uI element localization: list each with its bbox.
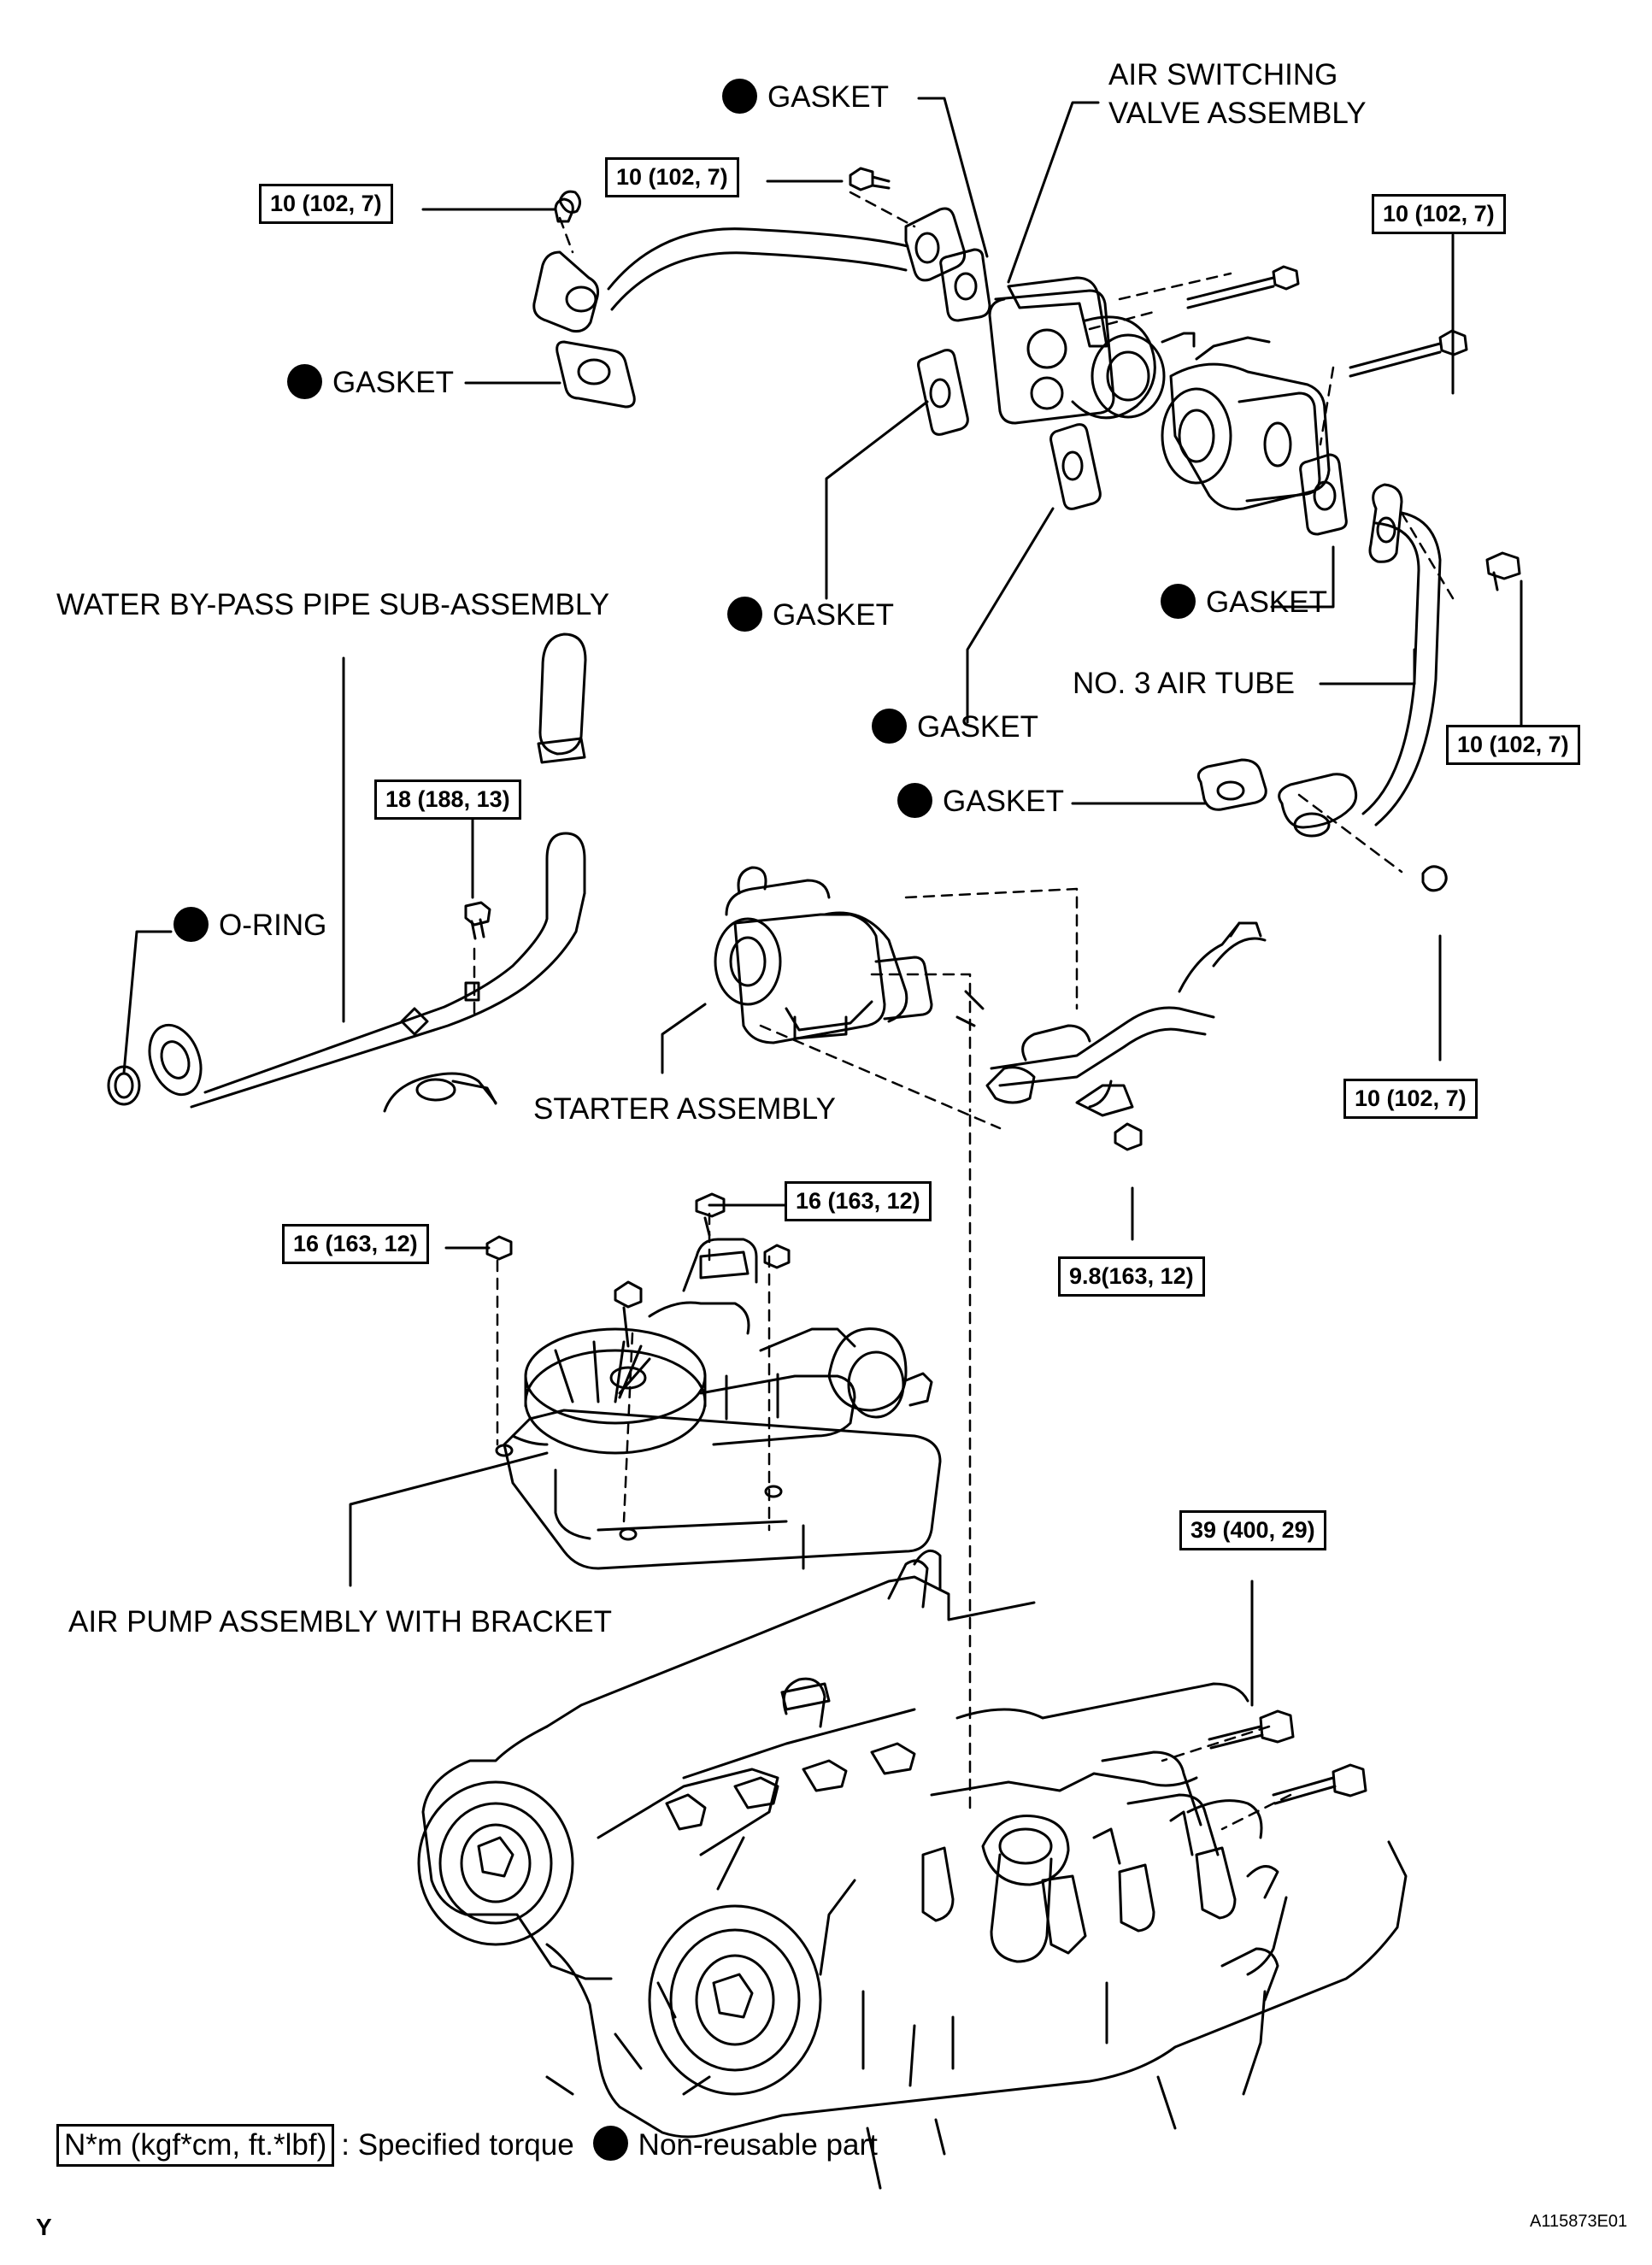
engine-block	[417, 1549, 1408, 2190]
torque-box-pump-right: 16 (163, 12)	[785, 1181, 932, 1221]
label-starter-assembly: STARTER ASSEMBLY	[533, 1092, 836, 1126]
engine-bolts	[1208, 1709, 1367, 1805]
label-gasket-tube: GASKET	[897, 783, 1064, 819]
torque-box-top-center: 10 (102, 7)	[605, 157, 739, 197]
label-gasket-lower: GASKET	[872, 709, 1038, 744]
torque-box-engine: 39 (400, 29)	[1179, 1510, 1326, 1550]
label-air-switching-valve-line2: VALVE ASSEMBLY	[1108, 97, 1367, 130]
legend-torque-unit-box: N*m (kgf*cm, ft.*lbf)	[56, 2124, 335, 2167]
starter-wire-harness	[955, 921, 1267, 1117]
torque-box-top-left: 10 (102, 7)	[259, 184, 393, 224]
air-pump-assembly	[485, 1192, 942, 1570]
corner-mark: Y	[36, 2214, 52, 2240]
torque-box-pump-left: 16 (163, 12)	[282, 1224, 429, 1264]
o-ring-part	[107, 1065, 141, 1106]
label-water-bypass-pipe: WATER BY-PASS PIPE SUB-ASSEMBLY	[56, 588, 610, 621]
no3-air-tube	[1196, 483, 1442, 838]
label-gasket-top: GASKET	[722, 79, 889, 115]
legend-torque-text: : Specified torque	[341, 2128, 574, 2162]
non-reusable-dot	[897, 783, 932, 819]
torque-box-starter: 9.8(163, 12)	[1058, 1256, 1205, 1297]
label-gasket-right: GASKET	[1161, 584, 1327, 620]
non-reusable-dot	[173, 907, 209, 943]
leader-lines	[122, 97, 1523, 1707]
torque-box-right-mid: 10 (102, 7)	[1446, 725, 1580, 765]
label-air-pump-assembly: AIR PUMP ASSEMBLY WITH BRACKET	[68, 1605, 612, 1638]
torque-box-water-pipe: 18 (188, 13)	[374, 780, 521, 820]
non-reusable-dot	[727, 597, 762, 632]
bolts	[558, 167, 1521, 892]
label-no3-air-tube: NO. 3 AIR TUBE	[1073, 667, 1295, 700]
figure-code: A115873E01	[1530, 2212, 1628, 2231]
air-switching-valve	[988, 276, 1331, 511]
legend-non-reusable-dot	[592, 2125, 628, 2161]
upper-air-pipe	[532, 197, 966, 409]
torque-box-top-right: 10 (102, 7)	[1372, 194, 1506, 234]
non-reusable-dot	[872, 709, 907, 744]
non-reusable-dot	[1161, 584, 1196, 620]
non-reusable-dot	[287, 364, 322, 400]
water-bypass-pipe	[148, 632, 587, 1113]
valve-gaskets	[917, 248, 1348, 536]
label-air-switching-valve-line1: AIR SWITCHING	[1108, 58, 1338, 91]
legend: N*m (kgf*cm, ft.*lbf) : Specified torque…	[56, 2124, 878, 2167]
label-gasket-mid: GASKET	[727, 597, 894, 632]
label-o-ring: O-RING	[173, 907, 326, 943]
starter-assembly	[714, 866, 933, 1044]
torque-box-right-low: 10 (102, 7)	[1343, 1079, 1478, 1119]
label-gasket-left: GASKET	[287, 364, 454, 400]
alignment-dashes	[473, 191, 1455, 1831]
non-reusable-dot	[722, 79, 757, 115]
legend-non-reusable-text: Non-reusable part	[638, 2128, 878, 2162]
